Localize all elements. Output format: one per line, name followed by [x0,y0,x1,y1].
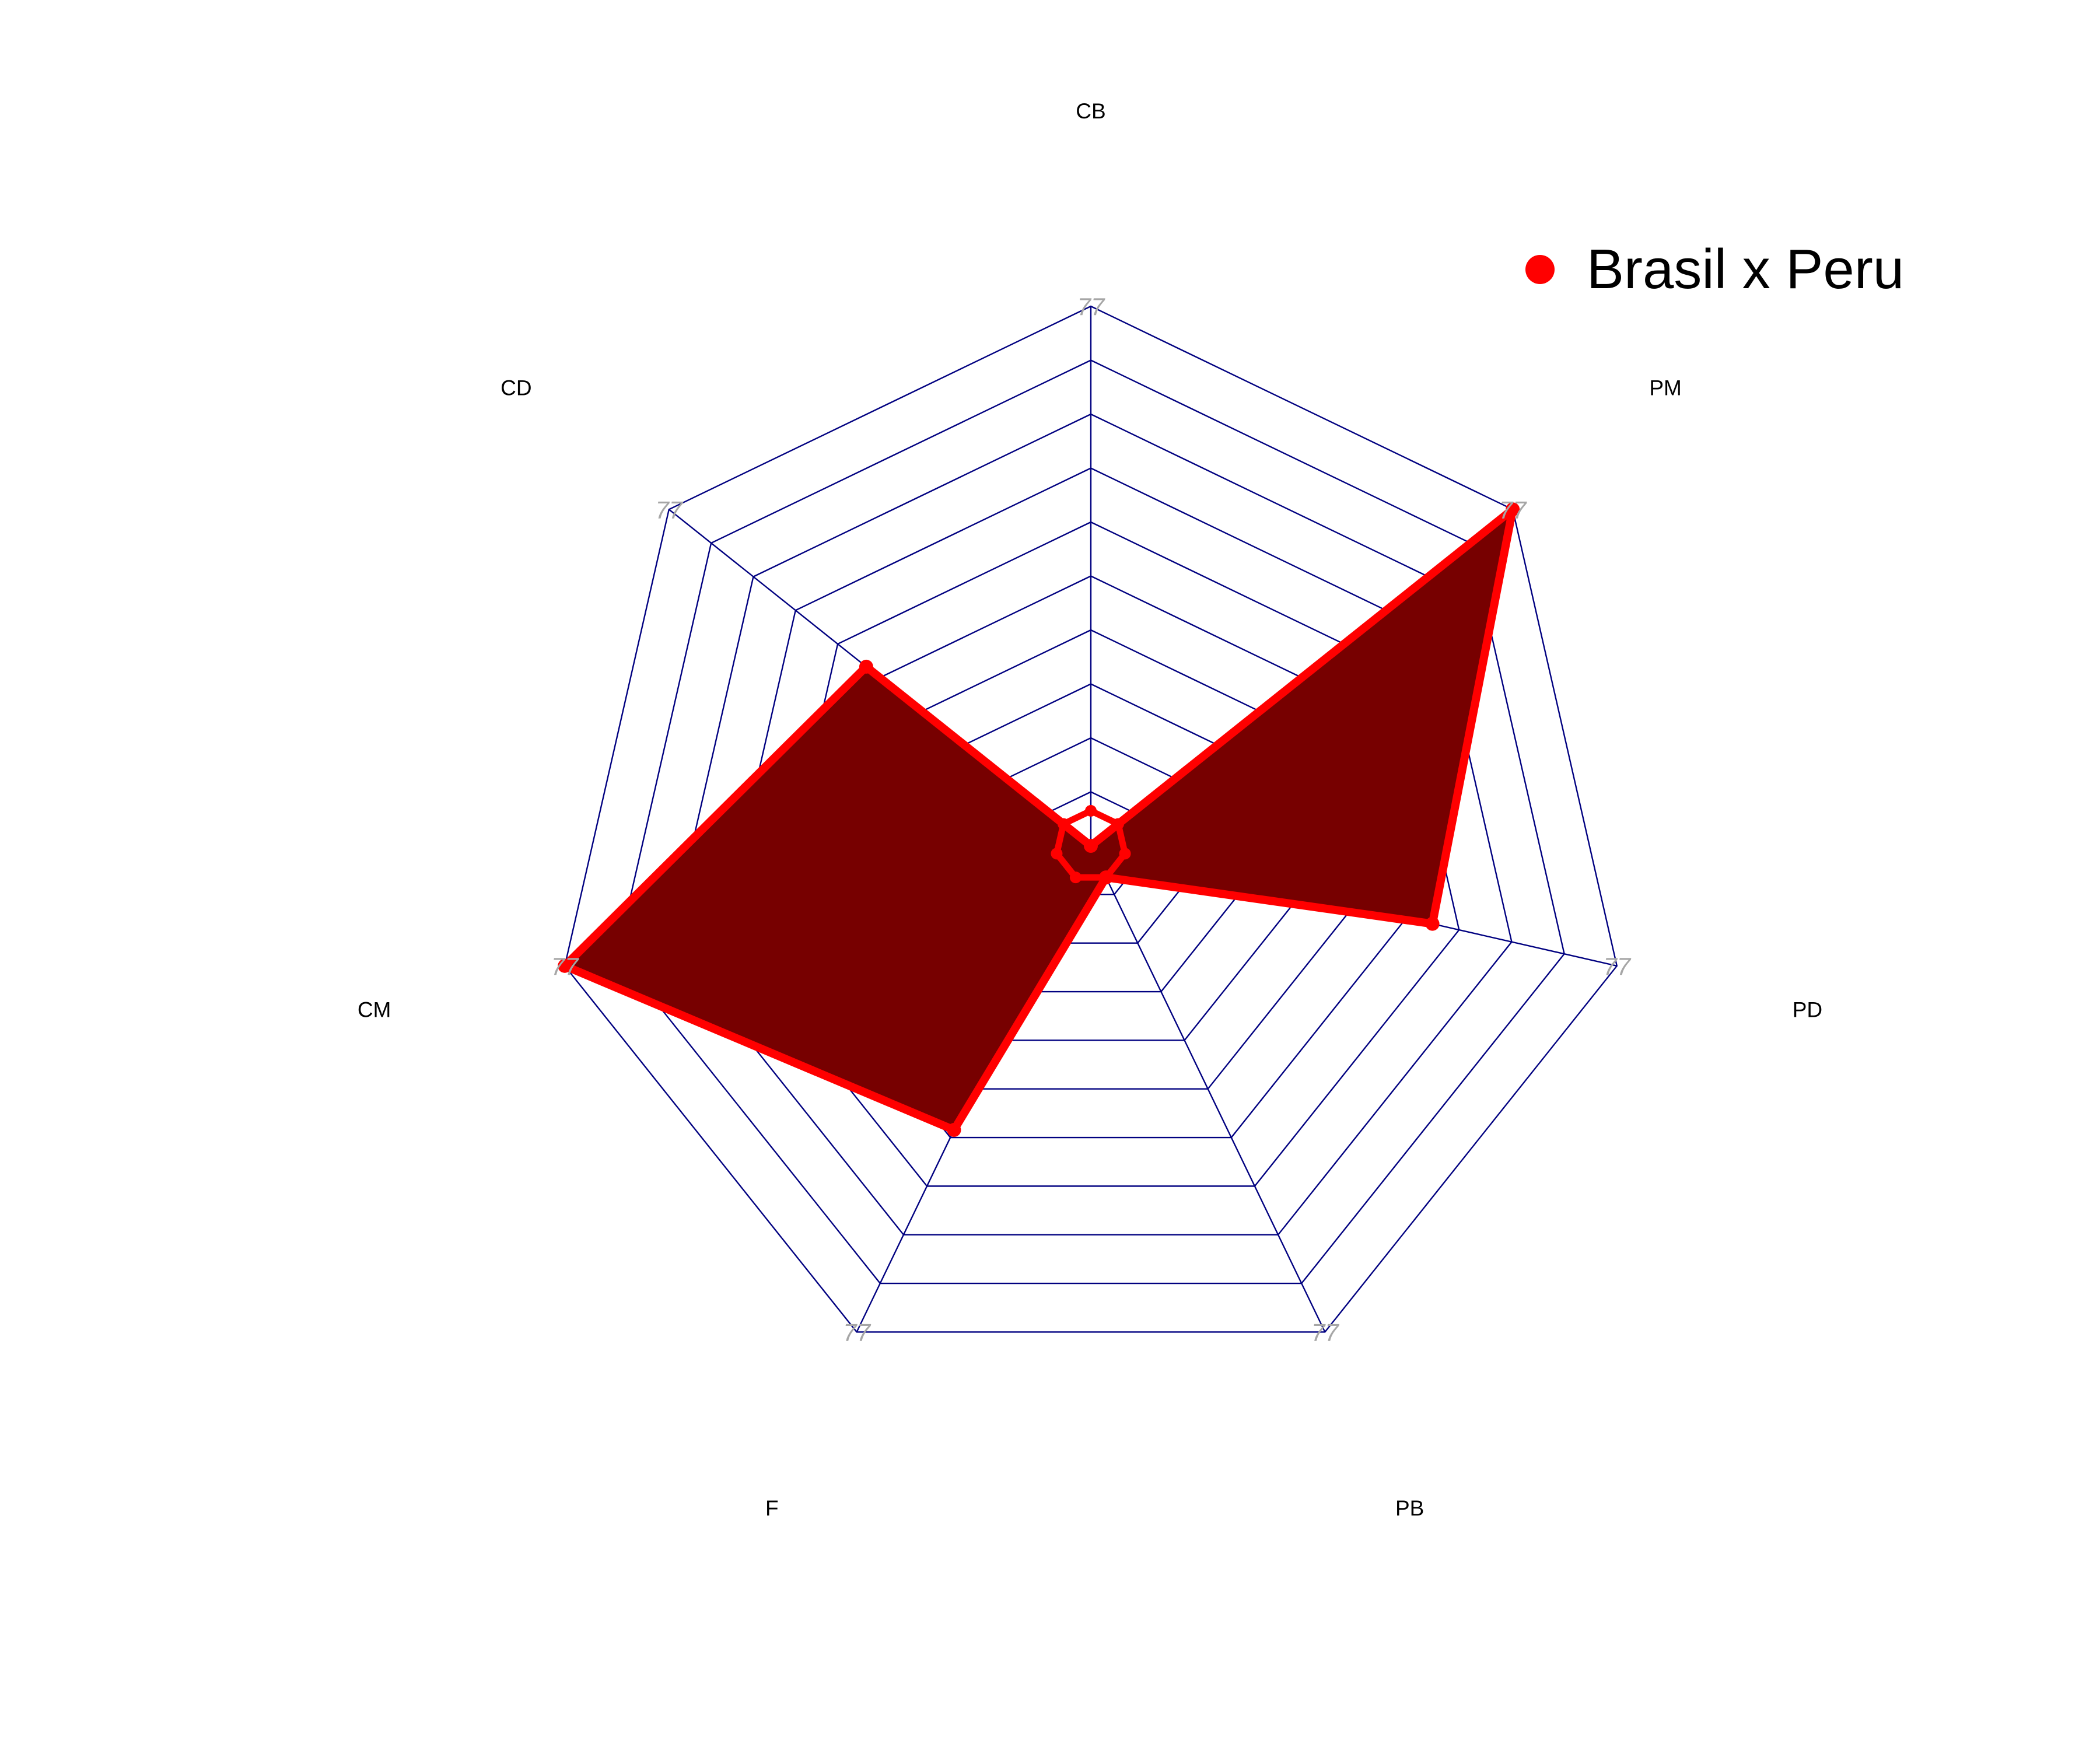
max-label-cm: 77 [551,953,579,980]
max-label-f: 77 [843,1318,871,1346]
series-0-point-cb [1084,839,1098,853]
series-0-point-pd [1425,916,1440,931]
axis-label-pb: PB [1395,1496,1424,1520]
axis-label-cd: CD [501,376,531,400]
max-label-cb: 77 [1077,293,1105,320]
legend-marker [1525,255,1555,284]
radar-series [558,502,1520,1138]
series-1-point-pm [1112,818,1124,830]
series-0-point-pm [1506,502,1520,517]
series-0-area [561,505,1517,1135]
legend-label-series-0: Brasil x Peru [1587,238,1904,300]
axis-label-cm: CM [358,998,391,1021]
axis-label-pm: PM [1649,376,1682,400]
axis-label-f: F [765,1496,779,1520]
series-1-point-cm [1051,848,1063,860]
max-label-pd: 77 [1603,953,1631,980]
series-0-point-f [947,1123,961,1138]
series-1-point-f [1069,872,1082,884]
max-label-cd: 77 [655,496,683,523]
legend: Brasil x Peru [1525,238,1904,300]
max-label-pm: 77 [1499,496,1527,523]
series-0-point-cd [859,659,873,674]
axis-label-pd: PD [1793,998,1822,1021]
axis-label-cb: CB [1076,99,1105,123]
series-0-point-cm [558,958,572,973]
grid-ring-10 [564,305,1618,1333]
series-1-point-pd [1119,848,1131,860]
max-label-pb: 77 [1311,1318,1339,1346]
series-1-point-cd [1058,818,1070,830]
series-1-point-cb [1085,804,1097,817]
series-1-point-pb [1100,872,1112,884]
spoke-pb [1090,845,1326,1332]
